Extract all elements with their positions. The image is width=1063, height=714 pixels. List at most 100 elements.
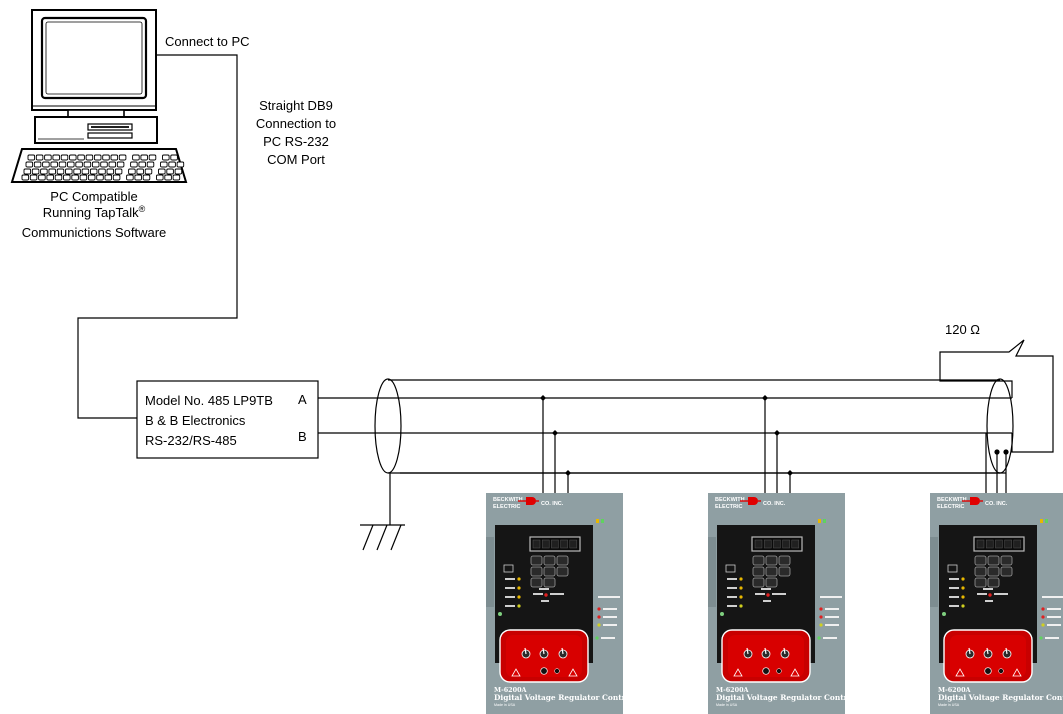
status-led-icon xyxy=(818,519,821,523)
ground-symbol xyxy=(360,473,405,551)
brand-name-bottom: ELECTRIC xyxy=(937,504,965,510)
keypad-button[interactable] xyxy=(543,555,556,566)
meter-jack-icon xyxy=(762,667,770,675)
com-port-icon xyxy=(947,564,958,573)
terminal-a-label: A xyxy=(298,392,307,407)
converter-line-1: Model No. 485 LP9TB xyxy=(145,393,273,408)
made-in-label: Made in USA xyxy=(938,703,960,707)
keypad-button[interactable] xyxy=(765,577,778,588)
alarm-led-icon xyxy=(1041,607,1045,611)
warning-icon xyxy=(733,668,743,677)
terminal-b-label: B xyxy=(298,429,307,444)
warning-icon xyxy=(511,668,521,677)
indicator-led-icon xyxy=(739,586,743,590)
cable-label-line-2: Connection to xyxy=(256,116,336,131)
brand-suffix: CO. INC. xyxy=(541,501,564,507)
status-led-icon xyxy=(823,519,826,523)
keypad-button[interactable] xyxy=(778,555,791,566)
keypad-button[interactable] xyxy=(974,577,987,588)
meter-jack-icon xyxy=(984,667,992,675)
pc-caption-line-1: PC Compatible xyxy=(50,189,137,204)
made-in-label: Made in USA xyxy=(716,703,738,707)
power-led-icon xyxy=(498,612,502,616)
warning-icon xyxy=(790,668,800,677)
bus-taps xyxy=(540,395,793,497)
remote-led-icon xyxy=(544,593,548,597)
status-led-icon xyxy=(596,519,599,523)
product-title: Digital Voltage Regulator Control xyxy=(494,693,633,702)
pc-caption-line-3: Communictions Software xyxy=(22,225,167,240)
keypad-button[interactable] xyxy=(752,577,765,588)
termination-resistor: 120 Ω xyxy=(939,322,1054,453)
neutral-led-icon xyxy=(595,636,599,640)
keypad-button[interactable] xyxy=(543,577,556,588)
brand-name-top: BECKWITH xyxy=(493,497,523,503)
keypad-button[interactable] xyxy=(530,555,543,566)
shield-ellipse-right xyxy=(986,378,1014,474)
indicator-led-icon xyxy=(517,595,521,599)
brand-suffix: CO. INC. xyxy=(985,501,1008,507)
brand-name-bottom: ELECTRIC xyxy=(493,504,521,510)
keypad-button[interactable] xyxy=(765,566,778,577)
keypad-button[interactable] xyxy=(556,566,569,577)
cable-label-line-3: PC RS-232 xyxy=(263,134,329,149)
beckwith-logo-icon xyxy=(970,497,980,505)
indicator-led-icon xyxy=(961,577,965,581)
keypad-button[interactable] xyxy=(974,566,987,577)
rs232-rs485-converter: Model No. 485 LP9TB B & B Electronics RS… xyxy=(136,380,319,459)
keypad-button[interactable] xyxy=(1000,566,1013,577)
meter-jack-icon xyxy=(540,667,548,675)
pc-caption-line-2: Running TapTalk® xyxy=(43,204,146,220)
brand-name-top: BECKWITH xyxy=(937,497,967,503)
status-led-icon xyxy=(601,519,604,523)
warning-icon xyxy=(955,668,965,677)
com-port-icon xyxy=(503,564,514,573)
keypad-button[interactable] xyxy=(974,555,987,566)
cable-label-line-4: COM Port xyxy=(267,152,325,167)
cable-label-line-1: Straight DB9 xyxy=(259,98,333,113)
alarm-led-icon xyxy=(819,615,823,619)
resistor-label: 120 Ω xyxy=(945,322,980,337)
indicator-led-icon xyxy=(517,577,521,581)
keypad-button[interactable] xyxy=(530,566,543,577)
status-led-icon xyxy=(1045,519,1048,523)
made-in-label: Made in USA xyxy=(494,703,516,707)
keypad-button[interactable] xyxy=(987,555,1000,566)
keypad-button[interactable] xyxy=(530,577,543,588)
keypad-button[interactable] xyxy=(765,555,778,566)
alarm-led-icon xyxy=(819,607,823,611)
keyboard-keys xyxy=(21,154,185,181)
keypad-button[interactable] xyxy=(543,566,556,577)
converter-line-3: RS-232/RS-485 xyxy=(145,433,237,448)
keyboard-icon xyxy=(10,148,188,183)
converter-line-2: B & B Electronics xyxy=(145,413,246,428)
com-port-icon xyxy=(725,564,736,573)
remote-led-icon xyxy=(988,593,992,597)
brand-name-bottom: ELECTRIC xyxy=(715,504,743,510)
alarm-led-icon xyxy=(1041,623,1045,627)
system-unit-icon xyxy=(34,116,158,144)
keypad-button[interactable] xyxy=(1000,555,1013,566)
power-led-icon xyxy=(720,612,724,616)
rs485-bus: 120 Ω xyxy=(318,322,1054,551)
keypad-button[interactable] xyxy=(987,566,1000,577)
indicator-led-icon xyxy=(517,586,521,590)
keypad-button[interactable] xyxy=(778,566,791,577)
keypad-button[interactable] xyxy=(752,555,765,566)
shield-ellipse-left xyxy=(374,378,402,474)
alarm-led-icon xyxy=(597,623,601,627)
alarm-led-icon xyxy=(819,623,823,627)
pc-cable: Connect to PC Straight DB9 Connection to… xyxy=(77,34,336,419)
keypad-button[interactable] xyxy=(987,577,1000,588)
alarm-led-icon xyxy=(597,615,601,619)
keypad-button[interactable] xyxy=(752,566,765,577)
product-title: Digital Voltage Regulator Control xyxy=(716,693,855,702)
alarm-led-icon xyxy=(1041,615,1045,619)
pc-computer: PC Compatible Running TapTalk® Communict… xyxy=(10,9,188,240)
keypad-button[interactable] xyxy=(556,555,569,566)
indicator-led-icon xyxy=(739,604,743,608)
power-led-icon xyxy=(942,612,946,616)
warning-icon xyxy=(1012,668,1022,677)
